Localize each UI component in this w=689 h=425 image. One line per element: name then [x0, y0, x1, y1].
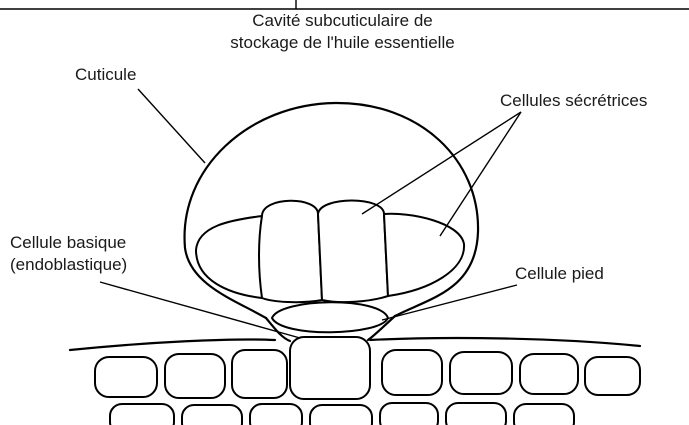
- epidermis-cell: [520, 354, 578, 394]
- stalk-cell: [272, 302, 388, 332]
- epidermis-cell: [310, 405, 372, 425]
- label-basal-line2: (endoblastique): [10, 254, 127, 276]
- epidermis-top-left: [70, 339, 275, 350]
- epidermis-cell: [514, 404, 574, 425]
- label-cavity: Cavité subcuticulaire de stockage de l'h…: [210, 10, 475, 54]
- secretory-cell: [318, 201, 388, 303]
- epidermis-cell: [585, 357, 640, 395]
- secretory-leader-left: [362, 112, 521, 214]
- label-cavity-line2: stockage de l'huile essentielle: [210, 32, 475, 54]
- epidermis-cell: [182, 405, 242, 425]
- epidermis-cell: [95, 357, 157, 397]
- label-stalk-cell: Cellule pied: [515, 263, 604, 285]
- secretory-leader-right: [440, 112, 521, 236]
- epidermis-cell: [232, 350, 287, 398]
- basal-cell: [290, 337, 370, 399]
- label-basal-cell: Cellule basique (endoblastique): [10, 232, 127, 276]
- epidermis-cell: [450, 352, 512, 394]
- epidermis-cell: [165, 354, 225, 398]
- cuticle-leader: [138, 89, 205, 163]
- epidermis-cell: [110, 404, 174, 425]
- secretory-cell: [384, 214, 464, 296]
- epidermis-top-right: [370, 338, 640, 346]
- label-cavity-line1: Cavité subcuticulaire de: [210, 10, 475, 32]
- secretory-cell: [259, 201, 322, 302]
- secretory-cell: [196, 216, 262, 298]
- epidermis-cell: [382, 350, 442, 395]
- label-basal-line1: Cellule basique: [10, 232, 127, 254]
- epidermis-cell: [380, 403, 438, 425]
- secretory-cells: [196, 201, 464, 303]
- epidermis-cell: [446, 403, 506, 425]
- epidermis-cell: [250, 404, 302, 425]
- label-secretory-cells: Cellules sécrétrices: [500, 90, 647, 112]
- label-cuticle: Cuticule: [75, 64, 136, 86]
